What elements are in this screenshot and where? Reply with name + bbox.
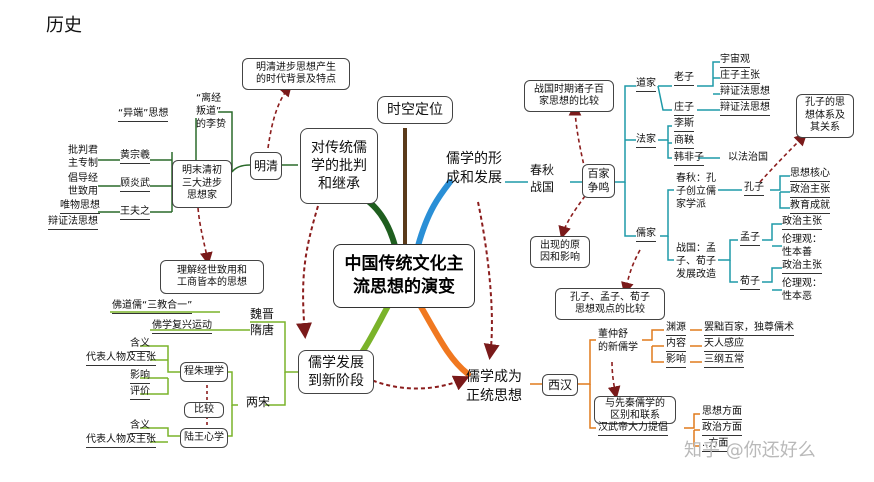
- center-line-1: 中国传统文化主: [344, 254, 464, 275]
- origin-note: 出现的原因和影响: [530, 236, 590, 268]
- xunzi-label: 荀子: [740, 276, 760, 290]
- cz-item-3: 影响: [130, 370, 150, 384]
- lizhi-node: “离经 叛道” 的李贽: [196, 93, 226, 130]
- legalism-label: 法家: [636, 134, 656, 148]
- huang-note: 批判君 主专制: [68, 145, 98, 169]
- lu-wang-node: 陆王心学: [180, 428, 228, 448]
- huang-zongxi: 黄宗羲: [120, 150, 150, 164]
- mengzi-ethics: 伦理观： 性本善: [782, 234, 822, 258]
- han-source: 渊源: [666, 322, 686, 336]
- legal-person-1: 李斯: [674, 118, 694, 132]
- laozi-label: 老子: [674, 72, 694, 86]
- orthodox-node: 儒学成为 正统思想: [466, 369, 522, 404]
- kongzi-note: 孔子的思想体系及其关系: [796, 94, 854, 138]
- dong-zhongshu-node: 董仲舒 的新儒学: [598, 329, 638, 353]
- three-thinkers-node: 明末清初 三大进步 思想家: [172, 160, 232, 208]
- wudi-item-3: ..方面: [702, 438, 729, 452]
- mengzi-item-1: 政治主张: [782, 216, 822, 230]
- wang-fuzhi: 王夫之: [120, 206, 150, 220]
- chunqiu-zhanguo-label: 春秋 战国: [530, 163, 555, 194]
- zhanguo-confucian: 战国：孟 子、荀子 发展改造: [676, 243, 716, 280]
- gu-note: 倡导经 世致用: [68, 173, 98, 197]
- dash-dong-diff: [607, 361, 621, 400]
- dash-critique-newstage: [296, 205, 319, 339]
- song-compare-node: 比较: [184, 402, 224, 418]
- three-teachings: 佛道儒“三教合一”: [112, 300, 193, 314]
- kongzi-item-1: 思想核心: [790, 168, 830, 182]
- understanding-note: 理解经世致用和工商皆本的思想: [160, 260, 264, 294]
- lw-item-1: 含义: [130, 420, 150, 434]
- hundred-schools-node: 百家争鸣: [582, 164, 615, 198]
- formation-node: 儒学的形 成和发展: [446, 151, 502, 186]
- wudi-node: 汉武帝大力提倡: [598, 422, 668, 436]
- dash-three-compare: [621, 249, 641, 296]
- dash-kongzi-note: [759, 132, 808, 183]
- cheng-zhu-node: 程朱理学: [180, 362, 228, 382]
- legal-item: 以法治国: [728, 152, 768, 163]
- xunzi-ethics: 伦理观： 性本恶: [782, 278, 822, 302]
- dash-thinkers-note: [197, 207, 213, 266]
- newstage-node: 儒学发展 到新阶段: [298, 350, 374, 394]
- kongzi-item-3: 教育成就: [790, 200, 830, 214]
- mingqing-label: 明清: [250, 152, 282, 180]
- three-compare-note: 孔子、孟子、荀子思想观点的比较: [555, 288, 665, 320]
- confucian-label: 儒家: [636, 228, 656, 242]
- mengzi-label: 孟子: [740, 232, 760, 246]
- dash-origin-note: [558, 195, 586, 240]
- page-title: 历史: [46, 15, 82, 36]
- daoism-label: 道家: [636, 78, 656, 92]
- cz-item-2: 代表人物及主张: [86, 352, 156, 366]
- wudi-item-1: 思想方面: [702, 406, 742, 420]
- kongzi-label: 孔子: [744, 182, 764, 196]
- western-han-label: 西汉: [542, 374, 578, 396]
- dash-compare-note: [568, 102, 586, 171]
- han-content: 内容: [666, 338, 686, 352]
- han-item-3: 三纲五常: [704, 354, 744, 368]
- dash-newstage-orthodox: [359, 374, 470, 391]
- zhuangzi-item: 辩证法思想: [720, 102, 770, 116]
- zhuangzi-label: 庄子: [674, 102, 694, 116]
- song-label: 两宋: [246, 395, 271, 409]
- branch-orthodox: [417, 302, 471, 377]
- lw-item-2: 代表人物及主张: [86, 434, 156, 448]
- wang-note-2: 辩证法思想: [48, 216, 98, 230]
- legal-person-3: 韩非子: [674, 152, 704, 166]
- spacetime-node: 时空定位: [377, 96, 453, 124]
- xunzi-item-1: 政治主张: [782, 260, 822, 274]
- han-item-2: 天人感应: [704, 338, 744, 352]
- han-item-1: 罢黜百家，独尊儒术: [704, 322, 794, 336]
- dash-mingqing-note: [267, 83, 293, 149]
- center-topic: 中国传统文化主 流思想的演变: [333, 244, 475, 308]
- laozi-item-3: 辩证法思想: [720, 86, 770, 100]
- chunqiu-confucian: 春秋：孔 子创立儒 家学派: [676, 173, 716, 210]
- diff-note: 与先秦儒学的区别和联系: [594, 396, 676, 424]
- wang-note-1: 唯物思想: [60, 200, 100, 214]
- watermark: 知乎 @你还好么: [684, 440, 816, 461]
- branch-formation: [415, 179, 453, 249]
- lizhi-heresy-tag: “异端”思想: [118, 108, 169, 122]
- han-influence: 影响: [666, 354, 686, 368]
- center-line-2: 流思想的演变: [353, 277, 455, 297]
- kongzi-item-2: 政治主张: [790, 184, 830, 198]
- critique-node: 对传统儒 学的批判 和继承: [300, 128, 378, 204]
- mingqing-background-note: 明清进步思想产生的时代背景及特点: [242, 58, 350, 90]
- buddhism-revival: 佛学复兴运动: [152, 320, 212, 334]
- cz-item-4: 评价: [130, 386, 150, 400]
- legal-person-2: 商鞅: [674, 135, 694, 149]
- laozi-item-2: 庄子主张: [720, 70, 760, 84]
- dash-formation-orthodox: [477, 201, 500, 360]
- gu-yanwu: 顾炎武: [120, 178, 150, 192]
- weijin-suitang-label: 魏晋 隋唐: [250, 307, 275, 338]
- laozi-item-1: 宇宙观: [720, 54, 750, 68]
- wudi-item-2: 政治方面: [702, 422, 742, 436]
- cz-item-1: 含义: [130, 338, 150, 352]
- schools-compare-note: 战国时期诸子百家思想的比较: [524, 80, 614, 112]
